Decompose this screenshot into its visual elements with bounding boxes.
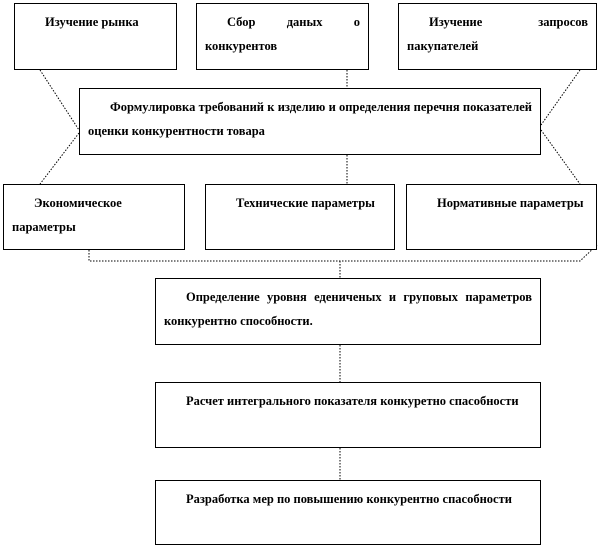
box-text: Технические параметры bbox=[236, 196, 375, 210]
box-text: Определение уровня едениченых и груповых… bbox=[164, 290, 532, 328]
requirements-box: Формулировка требований к изделию и опре… bbox=[79, 88, 541, 155]
box-text: Изучение запросов пакупателей bbox=[407, 15, 588, 53]
economic-parameters-box: Экономическое параметры bbox=[3, 184, 185, 250]
technical-parameters-box: Технические параметры bbox=[205, 184, 395, 250]
box-text: Нормативные параметры bbox=[437, 196, 584, 210]
bracket-line bbox=[88, 244, 598, 262]
integral-index-box: Расчет интегрального показателя конкурет… bbox=[155, 382, 541, 448]
connector-line bbox=[39, 132, 80, 185]
box-text: Разработка мер по повышению конкурентно … bbox=[186, 492, 512, 506]
connector-line bbox=[39, 69, 80, 131]
market-study-box: Изучение рынка bbox=[14, 3, 177, 70]
connector-line bbox=[540, 69, 581, 126]
connector-line bbox=[540, 129, 581, 185]
competitor-data-box: Сбор даных о конкурентов bbox=[196, 3, 369, 70]
buyer-requests-box: Изучение запросов пакупателей bbox=[398, 3, 597, 70]
box-text: Расчет интегрального показателя конкурет… bbox=[186, 394, 519, 408]
box-text: Сбор даных о конкурентов bbox=[205, 15, 360, 53]
box-text: Формулировка требований к изделию и опре… bbox=[88, 100, 532, 138]
normative-parameters-box: Нормативные параметры bbox=[406, 184, 597, 250]
parameter-level-box: Определение уровня едениченых и груповых… bbox=[155, 278, 541, 345]
box-text: Изучение рынка bbox=[45, 15, 139, 29]
improvement-measures-box: Разработка мер по повышению конкурентно … bbox=[155, 480, 541, 545]
box-text: Экономическое параметры bbox=[12, 196, 122, 234]
